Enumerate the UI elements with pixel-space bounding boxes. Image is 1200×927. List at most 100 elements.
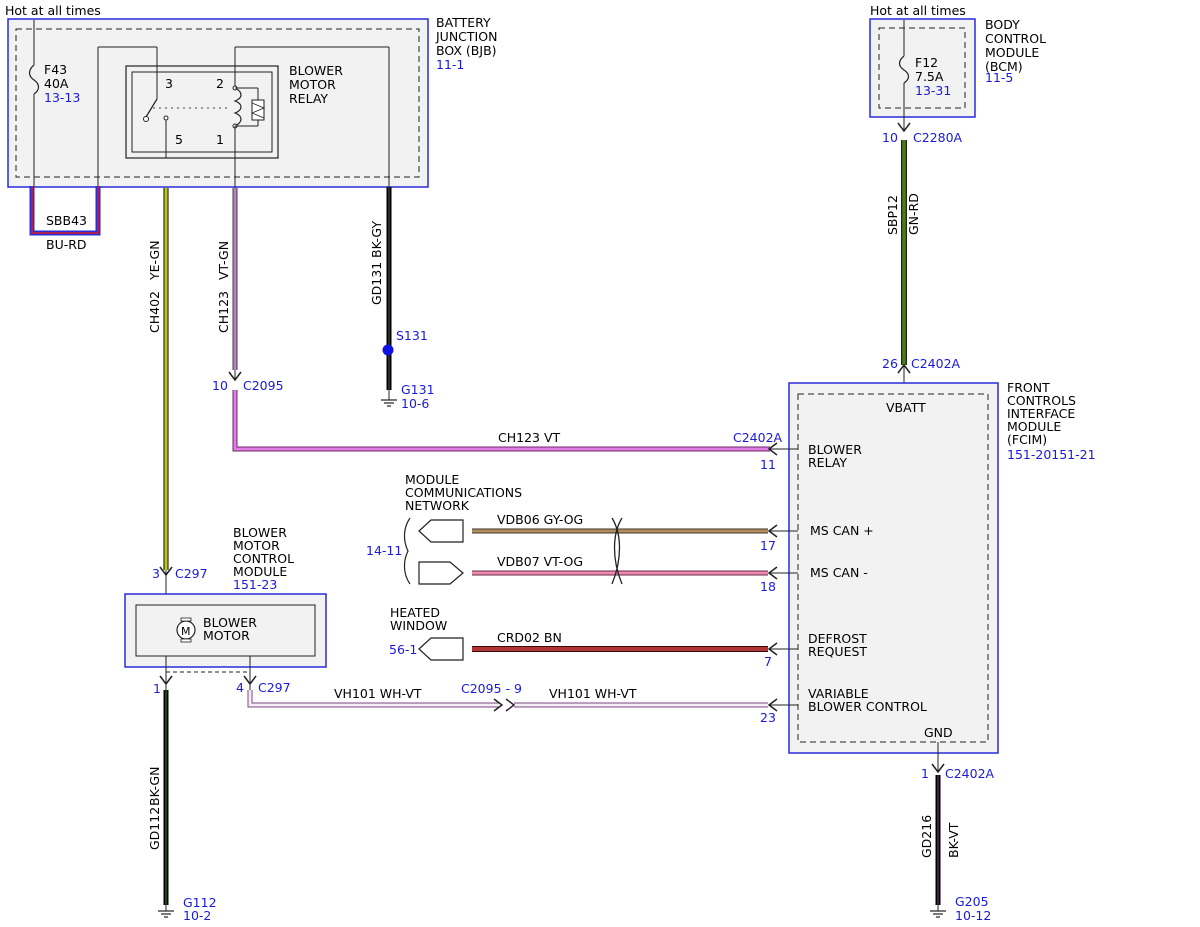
bmcm-title-1: BLOWER bbox=[233, 525, 287, 540]
crd02-connector-icon bbox=[418, 637, 464, 661]
relay-coil-icon bbox=[233, 87, 242, 127]
fuse-f43-icon bbox=[28, 64, 40, 95]
bcm-pin: 10 bbox=[882, 130, 898, 145]
fcim-pin-variable: 23 bbox=[760, 710, 776, 725]
ch123-circuit: CH123 bbox=[216, 291, 231, 333]
fuse-f12-ref: 13-31 bbox=[915, 83, 951, 98]
c2095-connector: C2095 bbox=[243, 378, 284, 393]
relay-pin-5: 5 bbox=[175, 132, 183, 147]
bcm-hot-label: Hot at all times bbox=[870, 3, 966, 18]
vh101-left-label: VH101 WH-VT bbox=[334, 686, 422, 701]
motor-icon: M bbox=[176, 617, 196, 643]
blower-motor-relay: BLOWER MOTOR RELAY 3 2 5 1 bbox=[125, 63, 343, 188]
gd216-circuit: GD216 bbox=[919, 815, 934, 858]
bjb-title-1: BATTERY bbox=[436, 15, 491, 30]
fcim-blower-relay-1: BLOWER bbox=[808, 442, 862, 457]
gd112-circuit: GD112 bbox=[147, 807, 162, 850]
ch123-vt-label: CH123 VT bbox=[498, 430, 561, 445]
wire-ch123-vtgn: CH123 VT-GN 10 C2095 bbox=[212, 188, 284, 393]
fcim-gnd: GND bbox=[924, 725, 953, 740]
bmcm-title-3: CONTROL bbox=[233, 551, 294, 566]
ch402-color: YE-GN bbox=[147, 240, 162, 281]
gd216-color: BK-VT bbox=[946, 822, 961, 858]
ground-g131-icon bbox=[381, 390, 397, 407]
bjb-title-3: BOX (BJB) bbox=[436, 43, 497, 58]
c2095-9-right-arrow-icon bbox=[505, 698, 516, 712]
fcim-pin-top: 26 bbox=[882, 356, 898, 371]
relay-title-2: MOTOR bbox=[289, 77, 336, 92]
fcim-pin-gnd: 1 bbox=[921, 766, 929, 781]
ground-g131: G131 bbox=[401, 382, 435, 397]
ground-g205: G205 bbox=[955, 894, 989, 909]
fcim-pin-defrost: 7 bbox=[764, 654, 772, 669]
wire-vh101: VH101 WH-VT C2095 - 9 VH101 WH-VT bbox=[247, 681, 768, 712]
bmcm-c297-bottom: C297 bbox=[258, 680, 291, 695]
gd131-color: BK-GY bbox=[369, 221, 384, 258]
relay-title-1: BLOWER bbox=[289, 63, 343, 78]
ground-g112-ref: 10-2 bbox=[183, 908, 211, 923]
fcim-conn-relay: C2402A bbox=[733, 430, 783, 445]
network-title-2: COMMUNICATIONS bbox=[405, 485, 522, 500]
wire-vdb06: VDB06 GY-OG bbox=[472, 512, 768, 534]
ground-g205-icon bbox=[930, 905, 946, 918]
bcm-title-2: CONTROL bbox=[985, 31, 1046, 46]
wire-ch123-vt: CH123 VT bbox=[232, 390, 770, 452]
relay-pin-2: 2 bbox=[216, 76, 224, 91]
ch123-color: VT-GN bbox=[216, 241, 231, 280]
fcim-pin-relay: 11 bbox=[760, 457, 776, 472]
gd131-circuit: GD131 bbox=[369, 262, 384, 305]
fcim-gnd-arrow-icon bbox=[931, 763, 945, 774]
module-communications-network: MODULE COMMUNICATIONS NETWORK 14-11 bbox=[366, 472, 522, 585]
heated-window: HEATED WINDOW 56-1 bbox=[389, 605, 464, 661]
wire-vdb07: VDB07 VT-OG bbox=[472, 554, 768, 576]
ch402-circuit: CH402 bbox=[147, 291, 162, 333]
heated-window-ref: 56-1 bbox=[389, 642, 417, 657]
fuse-f43-ref: 13-13 bbox=[44, 90, 80, 105]
c297-pin4-arrow-icon bbox=[243, 675, 257, 686]
front-controls-interface-module: 26 C2402A VBATT FRONT CONTROLS INTERFACE… bbox=[733, 356, 1096, 781]
relay-title-3: RELAY bbox=[289, 91, 328, 106]
c2095-9-label: C2095 - 9 bbox=[461, 681, 522, 696]
bcm-title-1: BODY bbox=[985, 17, 1020, 32]
fuse-f43-name: F43 bbox=[44, 62, 67, 77]
vdb06-label: VDB06 GY-OG bbox=[497, 512, 583, 527]
vh101-right-label: VH101 WH-VT bbox=[549, 686, 637, 701]
ground-g112: G112 bbox=[183, 895, 217, 910]
vdb06-connector-icon bbox=[418, 519, 464, 543]
bmcm-title-2: MOTOR bbox=[233, 538, 280, 553]
c2280a-arrow-icon bbox=[897, 122, 911, 133]
fcim-variable-2: BLOWER CONTROL bbox=[808, 699, 927, 714]
wire-ch402: CH402 YE-GN bbox=[147, 188, 169, 570]
wire-sbp12: SBP12 GN-RD bbox=[885, 140, 921, 392]
fcim-title-2: CONTROLS bbox=[1007, 393, 1076, 408]
bcm-ref: 11-5 bbox=[985, 70, 1013, 85]
ground-g112-icon bbox=[158, 905, 174, 918]
crd02-label: CRD02 BN bbox=[497, 630, 562, 645]
network-title-3: NETWORK bbox=[405, 498, 470, 513]
sbp12-circuit: SBP12 bbox=[885, 195, 900, 235]
wire-gd216: GD216 BK-VT G205 10-12 bbox=[919, 775, 991, 923]
gd112-color: BK-GN bbox=[147, 767, 162, 806]
wire-crd02: CRD02 BN bbox=[472, 630, 768, 652]
c297-pin1-arrow-icon bbox=[159, 675, 173, 686]
bcm-title-3: MODULE bbox=[985, 45, 1039, 60]
wire-gd112: GD112 BK-GN G112 10-2 bbox=[147, 690, 217, 923]
fcim-ms-can-plus: MS CAN + bbox=[810, 523, 874, 538]
twisted-pair-icon bbox=[611, 517, 623, 585]
blower-motor-2: MOTOR bbox=[203, 628, 250, 643]
c2095-9-left-arrow-icon bbox=[493, 698, 504, 712]
bjb-hot-label: Hot at all times bbox=[5, 3, 101, 18]
bmcm-pin-1: 1 bbox=[153, 681, 161, 696]
fcim-conn-top: C2402A bbox=[911, 356, 961, 371]
bjb-title-2: JUNCTION bbox=[435, 29, 497, 44]
ground-g131-ref: 10-6 bbox=[401, 396, 429, 411]
fcim-ms-can-minus: MS CAN - bbox=[810, 565, 868, 580]
network-title-1: MODULE bbox=[405, 472, 459, 487]
fcim-variable-1: VARIABLE bbox=[808, 686, 869, 701]
bmcm-pin-3: 3 bbox=[152, 566, 160, 581]
bmcm-c297-top: C297 bbox=[175, 566, 208, 581]
fcim-title-1: FRONT bbox=[1007, 380, 1050, 395]
vdb07-connector-icon bbox=[418, 561, 464, 585]
bmcm-ref: 151-23 bbox=[233, 577, 277, 592]
fcim-vbatt: VBATT bbox=[886, 400, 926, 415]
